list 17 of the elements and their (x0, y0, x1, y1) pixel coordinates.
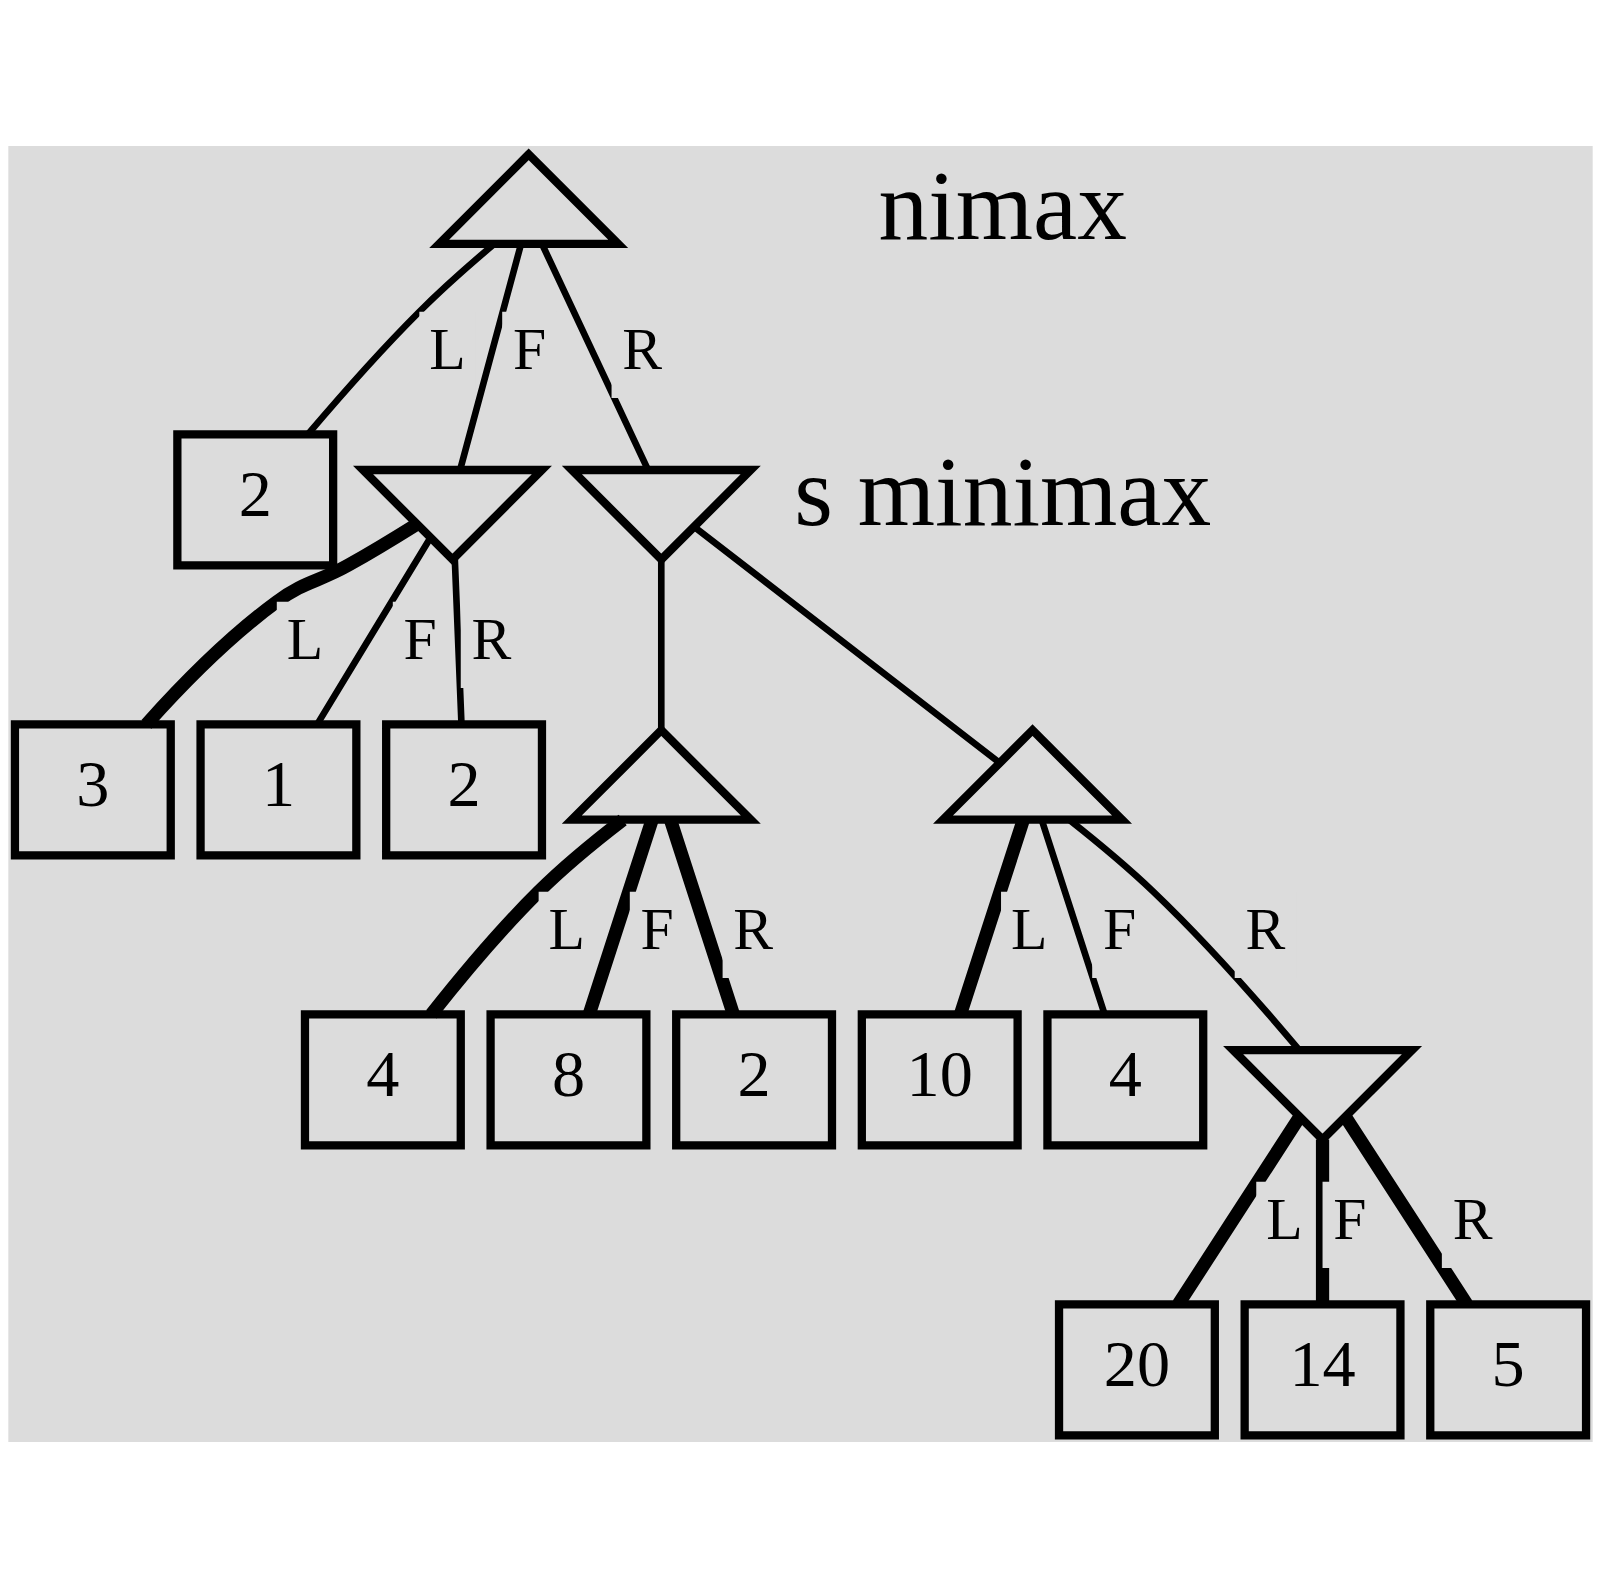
edge-label: F (1333, 1185, 1367, 1252)
edge-label: L (548, 895, 586, 962)
edge-label: L (429, 315, 466, 382)
edge-label: R (1245, 895, 1286, 962)
edge-label: F (640, 895, 674, 962)
edge-label: L (286, 605, 324, 672)
edge-label: R (471, 605, 512, 672)
label: s minimax (794, 435, 1212, 547)
edge-label: L (1266, 1185, 1303, 1252)
edge-label: F (512, 315, 547, 382)
edge-label: L (1010, 895, 1048, 962)
edge-label: R (622, 315, 663, 382)
edge-label: R (1452, 1185, 1493, 1252)
edge-label: F (1102, 895, 1137, 962)
edge-label: F (403, 605, 437, 672)
label: nimax (878, 149, 1127, 261)
edge-label: R (733, 895, 774, 962)
